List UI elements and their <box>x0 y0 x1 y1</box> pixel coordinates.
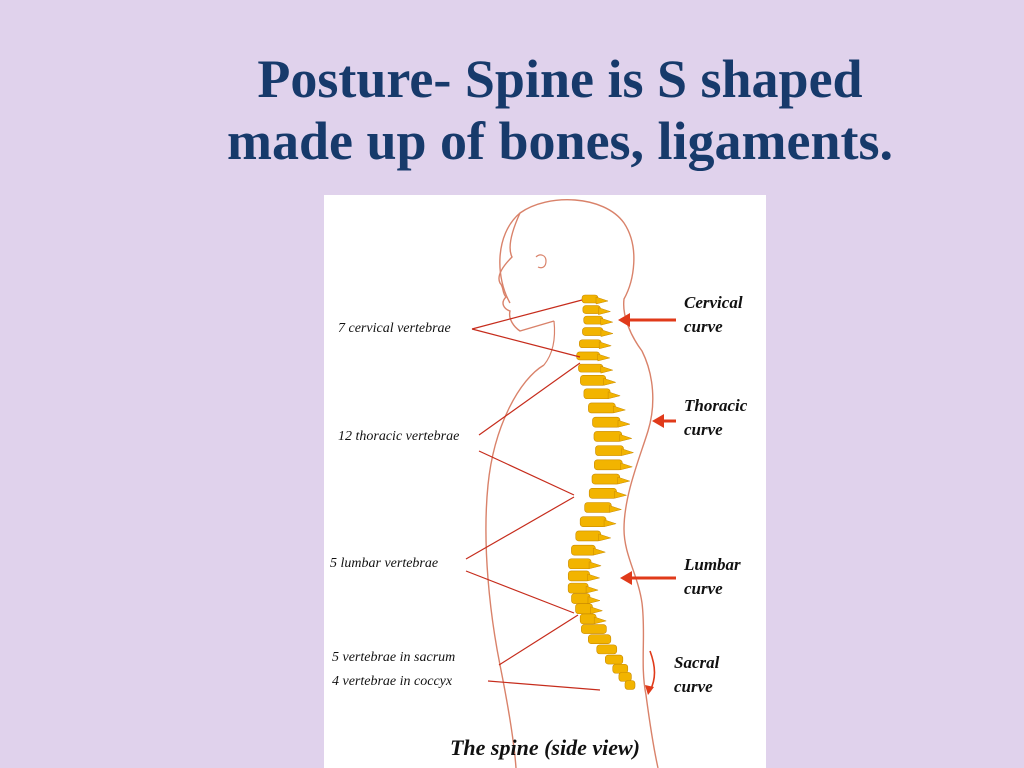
spinous-process <box>588 561 602 570</box>
vertebra <box>567 582 589 594</box>
spinous-process <box>620 462 634 471</box>
vertebral-column <box>567 294 636 690</box>
spine-illustration <box>465 199 676 768</box>
vertebra <box>618 672 632 682</box>
curve-arrows <box>618 313 676 585</box>
pointer-cervical-bottom <box>471 328 581 358</box>
vertebra <box>588 634 612 645</box>
pointer-thoracic-top <box>478 362 581 436</box>
spinous-process <box>613 405 627 414</box>
spinous-process <box>603 519 617 528</box>
title-line-2: made up of bones, ligaments. <box>226 111 894 171</box>
arrow-cervical <box>618 313 630 327</box>
vertebra <box>624 680 636 690</box>
spinous-process <box>617 419 631 428</box>
vertebra <box>612 663 629 674</box>
slide-title: Posture- Spine is S shaped made up of bo… <box>120 48 1000 172</box>
pointer-lines <box>465 299 601 691</box>
arrow-thoracic <box>652 414 664 428</box>
vertebra <box>591 473 621 485</box>
spinous-process <box>598 533 612 542</box>
vertebra <box>582 305 601 314</box>
face-outline <box>498 212 555 332</box>
spinous-process <box>585 585 599 594</box>
spinous-process <box>595 296 609 305</box>
pointer-sacrum <box>498 614 579 666</box>
vertebra <box>579 613 597 625</box>
spinous-process <box>587 573 601 582</box>
vertebra <box>581 294 599 304</box>
figure-caption: The spine (side view) <box>449 735 641 760</box>
neck-front <box>543 320 556 366</box>
spinous-process <box>600 329 614 337</box>
vertebra <box>571 544 596 556</box>
vertebra <box>581 624 607 634</box>
vertebra <box>580 375 607 386</box>
vertebra <box>579 339 602 349</box>
pointer-thoracic-bottom <box>478 450 575 496</box>
spinous-process <box>603 377 617 386</box>
vertebra <box>567 570 590 582</box>
spinous-process <box>607 391 622 400</box>
vertebra <box>592 416 621 428</box>
vertebra <box>593 431 623 442</box>
vertebra <box>595 445 624 456</box>
ear <box>535 254 547 269</box>
spinous-process <box>593 616 608 625</box>
vertebra <box>605 654 624 665</box>
pointer-lumbar-top <box>465 496 575 560</box>
title-line-1: Posture- Spine is S shaped <box>257 49 863 109</box>
vertebra <box>575 603 593 615</box>
vertebra <box>588 402 616 414</box>
spinous-process <box>597 353 611 362</box>
body-outline <box>499 199 659 768</box>
pointer-coccyx <box>487 680 601 691</box>
label-coccyx-vertebrae: 4 vertebrae in coccyx <box>332 674 453 689</box>
vertebra <box>579 516 607 528</box>
spinous-process <box>621 448 635 456</box>
vertebra <box>571 593 591 604</box>
spinous-process <box>587 596 601 604</box>
torso-front <box>485 364 545 768</box>
spinous-process <box>600 317 614 326</box>
arrow-sacral <box>649 650 656 692</box>
vertebra <box>582 327 604 336</box>
spinous-process <box>598 307 612 315</box>
label-lumbar-vertebrae: 5 lumbar vertebrae <box>330 556 439 571</box>
spinous-process <box>593 547 607 556</box>
vertebra <box>575 530 602 542</box>
vertebra <box>588 487 617 499</box>
arrow-lumbar <box>620 571 632 585</box>
vertebra <box>594 459 623 471</box>
vertebra <box>576 351 601 361</box>
vertebra <box>596 644 618 655</box>
vertebra <box>583 315 604 325</box>
label-sacrum-vertebrae: 5 vertebrae in sacrum <box>332 650 456 665</box>
spinous-process <box>598 341 613 350</box>
pointer-cervical-top <box>471 299 583 330</box>
label-cervical-vertebrae: 7 cervical vertebrae <box>338 321 451 336</box>
spinous-process <box>600 365 614 374</box>
vertebra <box>584 502 612 513</box>
vertebra <box>583 388 611 400</box>
spinous-process <box>609 505 623 513</box>
pointer-lumbar-bottom <box>465 570 575 614</box>
spinous-process <box>614 490 628 499</box>
spine-diagram: 7 cervical vertebrae 12 thoracic vertebr… <box>324 195 766 768</box>
vertebra <box>578 363 604 373</box>
label-thoracic-vertebrae: 12 thoracic vertebrae <box>338 429 460 444</box>
spinous-process <box>590 606 604 615</box>
spinous-process <box>619 434 633 442</box>
vertebra <box>568 558 592 570</box>
spinous-process <box>617 476 631 485</box>
